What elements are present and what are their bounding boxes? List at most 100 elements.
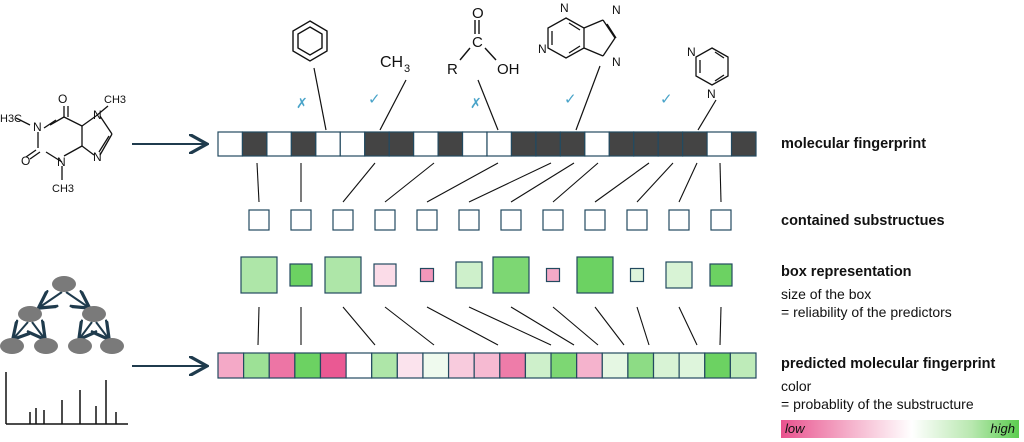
predicted-bit [345, 352, 373, 379]
predicted-bit [576, 352, 603, 379]
caffeine-n3: N [57, 155, 66, 169]
fingerprint-connectors [256, 162, 722, 203]
box-connector [678, 306, 698, 346]
fingerprint-bit [437, 131, 464, 157]
fingerprint-connector [552, 162, 599, 203]
substructure-box [584, 209, 606, 231]
predicted-bit [217, 352, 245, 379]
fingerprint-connector [594, 162, 650, 203]
fingerprint-bit [461, 131, 488, 157]
box-representation-line2: = reliability of the predictors [781, 304, 952, 320]
box-representation-title: box representation [781, 264, 912, 280]
substructure-box [500, 209, 522, 231]
caffeine-n1: N [33, 120, 42, 134]
box-connector [636, 306, 650, 346]
reliability-box [709, 263, 733, 287]
predicted-bit [524, 352, 552, 379]
benzene-cross-mark: ✗ [296, 95, 308, 111]
box-connector [594, 306, 625, 346]
predicted-bit [704, 352, 731, 379]
caffeine-ch3-bottom: CH3 [52, 183, 74, 195]
pyrimidine-check-mark: ✓ [660, 91, 673, 108]
predicted-bit [268, 352, 296, 379]
fingerprint-connector [636, 162, 674, 203]
fingerprint-bit [388, 131, 415, 157]
fingerprint-bit [241, 131, 268, 157]
caffeine-n7: N [93, 108, 102, 122]
legend-high-label: high [990, 421, 1015, 436]
substructure-box [458, 209, 480, 231]
substructure-box [248, 209, 270, 231]
substructure-pointer-lines [313, 65, 717, 131]
fingerprint-bar [217, 131, 757, 157]
predicted-bit [550, 352, 578, 379]
box-connector [384, 306, 435, 346]
predicted-bit [243, 352, 270, 379]
predicted-bit [729, 352, 757, 379]
substructure-box [290, 209, 312, 231]
predicted-bit [422, 352, 450, 379]
caffeine-o-top: O [58, 92, 67, 106]
predicted-bit [371, 352, 398, 379]
box-representation-line1: size of the box [781, 286, 872, 302]
box-connectors [257, 306, 722, 346]
pyrimidine-n1: N [687, 45, 696, 59]
acid-o-label: O [472, 5, 484, 22]
acid-c-label: C [472, 34, 483, 51]
fingerprint-bit [266, 131, 292, 157]
caffeine-h3c: H3C [0, 113, 22, 125]
predicted-fingerprint-bar [217, 352, 757, 379]
mass-spectrum-icon [5, 372, 128, 425]
carboxylic-acid-structure: O C R OH [447, 5, 520, 78]
reliability-box [289, 263, 313, 287]
fingerprint-connector [468, 162, 552, 203]
purine-structure: N N N N [538, 1, 621, 69]
predicted-fingerprint-line2: = probablity of the substructure [781, 396, 974, 412]
caffeine-n9: N [93, 150, 102, 164]
predicted-bit [319, 352, 347, 379]
reliability-box [492, 256, 530, 294]
pyrimidine-structure: N N [687, 45, 729, 101]
predicted-bit [652, 352, 680, 379]
acid-r-label: R [447, 61, 458, 78]
probability-color-legend: low high [781, 420, 1019, 438]
predicted-fingerprint-title: predicted molecular fingerprint [781, 356, 996, 372]
substructures-label: contained substructues [781, 213, 945, 229]
predicted-bit [601, 352, 629, 379]
fingerprint-bit [339, 131, 366, 157]
substructure-box [374, 209, 396, 231]
substructure-box [332, 209, 354, 231]
box-representation [240, 256, 733, 294]
box-connector [552, 306, 599, 346]
fingerprint-connector [426, 162, 499, 203]
reliability-box [455, 261, 483, 289]
reliability-box [576, 256, 614, 294]
caffeine-ch3-top: CH3 [104, 94, 126, 106]
caffeine-o-left: O [21, 154, 30, 168]
box-connector [468, 306, 552, 346]
reliability-box [629, 267, 645, 283]
predicted-bit [678, 352, 706, 379]
reliability-box [373, 263, 397, 287]
benzene-structure [292, 20, 328, 62]
pyrimidine-n3: N [707, 87, 716, 101]
box-connector [426, 306, 499, 346]
purine-n7: N [612, 3, 621, 17]
fingerprint-bit [730, 131, 757, 157]
predicted-bit [627, 352, 655, 379]
box-connector [342, 306, 376, 346]
fingerprint-connector [719, 162, 722, 203]
predicted-bit [447, 352, 475, 379]
fingerprint-bit [510, 131, 537, 157]
predicted-bit [473, 352, 501, 379]
fingerprint-bit [682, 131, 708, 157]
fingerprint-bit [608, 131, 635, 157]
fingerprint-bit [633, 131, 659, 157]
purine-n3: N [538, 42, 547, 56]
acid-cross-mark: ✗ [470, 95, 482, 111]
fingerprint-bit [486, 131, 513, 157]
substructure-box [626, 209, 648, 231]
methyl-ch: CH [380, 54, 403, 71]
